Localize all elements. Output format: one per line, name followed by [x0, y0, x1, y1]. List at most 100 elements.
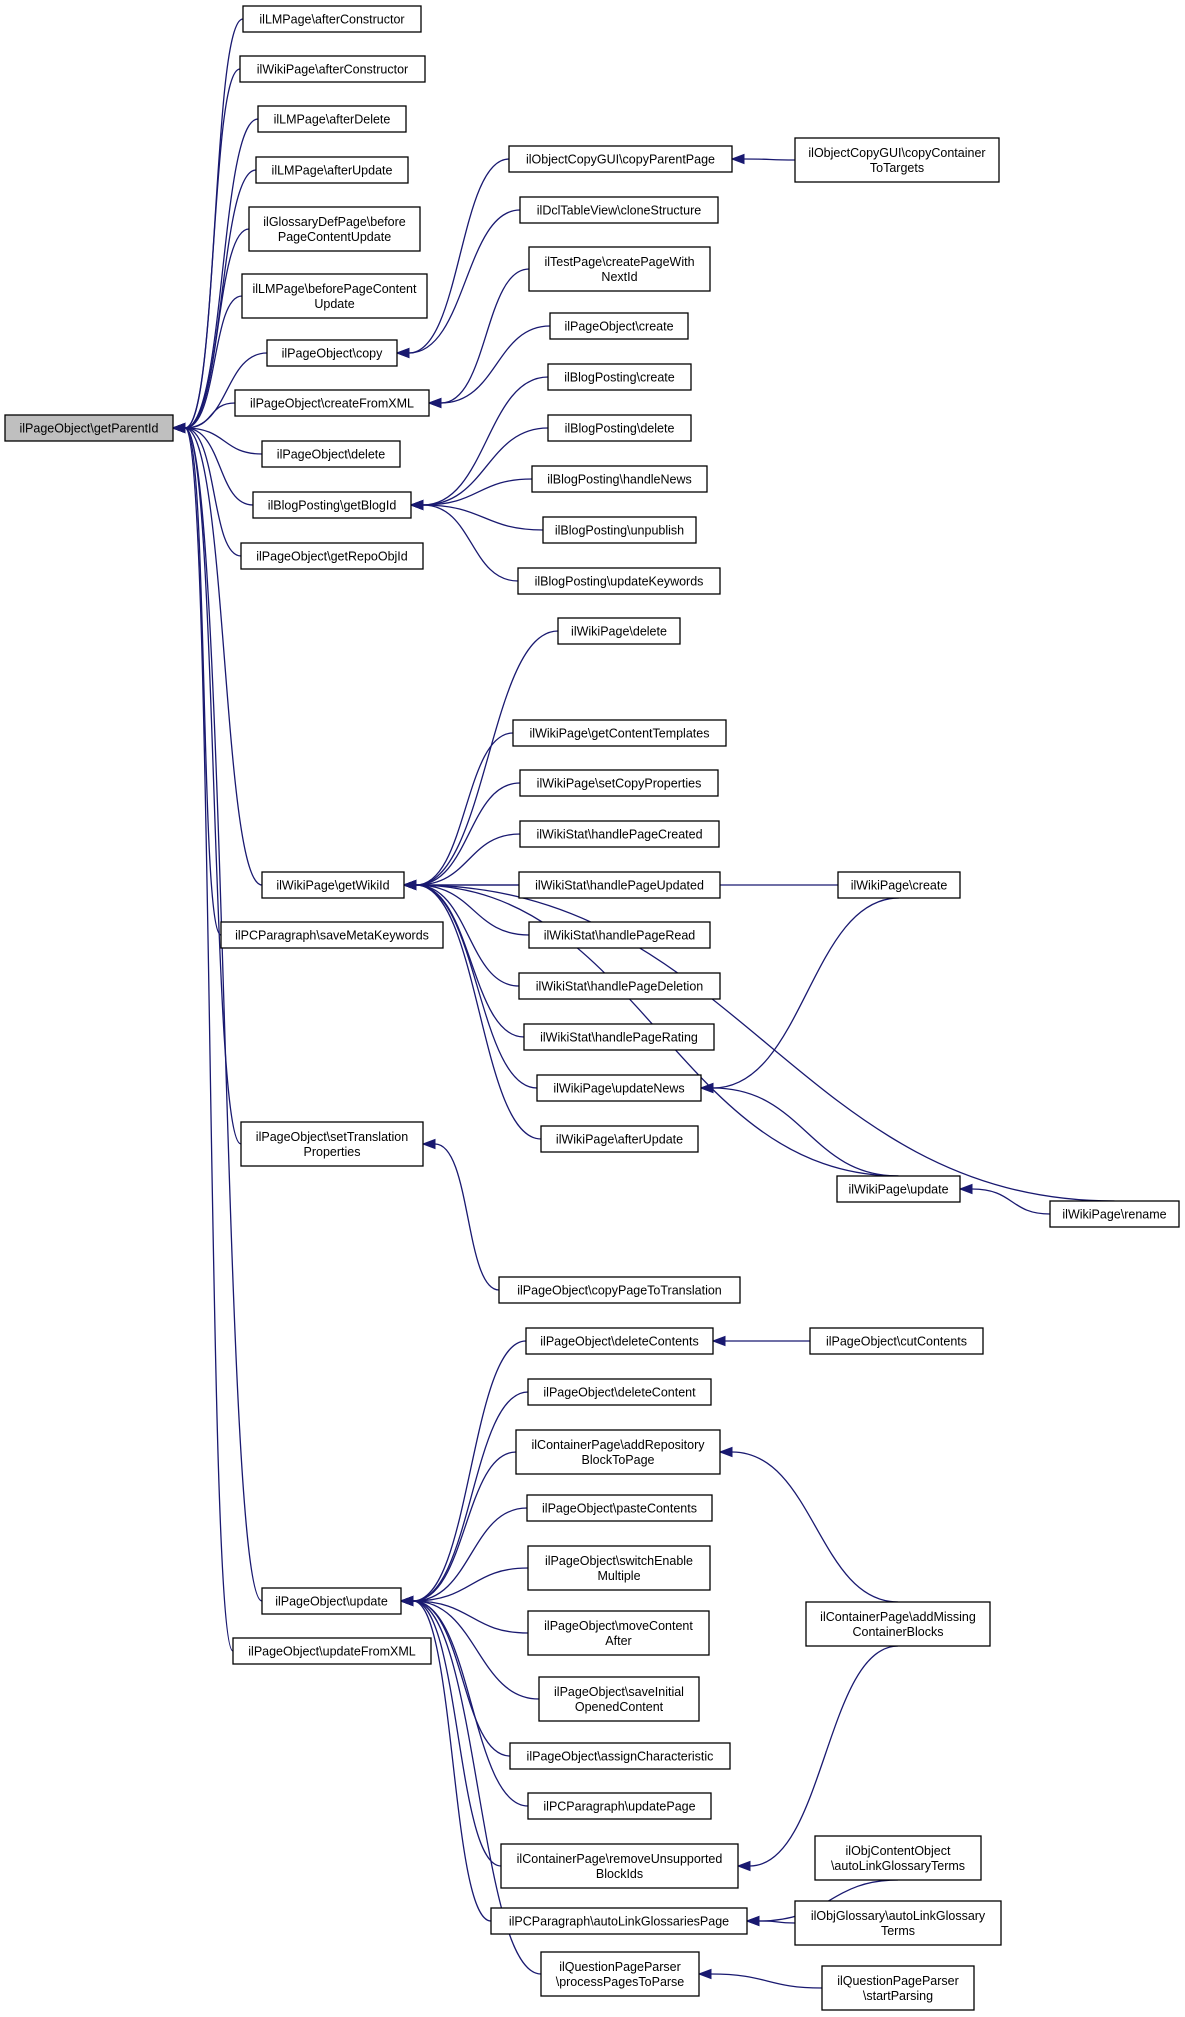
node-box [538, 1676, 700, 1722]
edge-ws-deletion-to-wp-get-wiki-id [415, 884, 520, 987]
arrowhead-cp-add-missing-to-cp-remove-unsupported [736, 1860, 751, 1872]
node-box [220, 921, 444, 949]
node-box [241, 273, 428, 319]
node-copy-parent-page[interactable]: ilObjectCopyGUI\copyParentPage [508, 145, 733, 173]
node-po-delete[interactable]: ilPageObject\delete [261, 440, 401, 468]
node-bp-delete[interactable]: ilBlogPosting\delete [547, 414, 692, 442]
node-po-create-from-xml[interactable]: ilPageObject\createFromXML [234, 389, 430, 417]
node-bp-create[interactable]: ilBlogPosting\create [547, 363, 692, 391]
node-bp-get-blog-id[interactable]: ilBlogPosting\getBlogId [252, 491, 412, 519]
node-dcl-clone[interactable]: ilDclTableView\cloneStructure [519, 196, 719, 224]
node-box [525, 1327, 714, 1355]
node-wp-get-wiki-id[interactable]: ilWikiPage\getWikiId [261, 871, 405, 899]
node-po-create[interactable]: ilPageObject\create [549, 312, 689, 340]
edge-bp-update-keywords-to-bp-get-blog-id [422, 504, 519, 582]
node-ws-created[interactable]: ilWikiStat\handlePageCreated [519, 820, 720, 848]
arrowhead-wp-rename-to-wp-update [958, 1183, 973, 1195]
node-bp-update-keywords[interactable]: ilBlogPosting\updateKeywords [517, 567, 721, 595]
node-wp-set-copy-props[interactable]: ilWikiPage\setCopyProperties [519, 769, 719, 797]
node-occ-auto-link[interactable]: ilObjContentObject\autoLinkGlossaryTerms [814, 1835, 982, 1881]
node-box [527, 1378, 712, 1406]
node-po-delete-contents[interactable]: ilPageObject\deleteContents [525, 1327, 714, 1355]
node-wp-get-content-templates[interactable]: ilWikiPage\getContentTemplates [512, 719, 727, 747]
node-po-paste-contents[interactable]: ilPageObject\pasteContents [526, 1494, 713, 1522]
node-ws-rating[interactable]: ilWikiStat\handlePageRating [523, 1023, 715, 1051]
node-label: ilWikiStat\handlePageDeletion [536, 979, 704, 993]
edge-pc-update-page-to-po-update [412, 1600, 529, 1807]
node-label: ilPageObject\updateFromXML [248, 1644, 415, 1658]
node-lm-after-update[interactable]: ilLMPage\afterUpdate [255, 156, 409, 184]
node-lm-after-delete[interactable]: ilLMPage\afterDelete [257, 105, 407, 133]
node-wp-after-update[interactable]: ilWikiPage\afterUpdate [540, 1125, 699, 1153]
node-po-update-from-xml[interactable]: ilPageObject\updateFromXML [232, 1637, 432, 1665]
node-box [261, 440, 401, 468]
node-box [515, 1429, 721, 1475]
node-glossary-before[interactable]: ilGlossaryDefPage\beforePageContentUpdat… [248, 206, 421, 252]
graph-edges [171, 18, 1115, 1989]
node-box [255, 156, 409, 184]
node-pc-update-page[interactable]: ilPCParagraph\updatePage [527, 1792, 712, 1820]
node-box [527, 1610, 710, 1656]
node-box [519, 820, 720, 848]
node-wp-update[interactable]: ilWikiPage\update [836, 1175, 961, 1203]
node-box [239, 55, 426, 83]
node-po-copy[interactable]: ilPageObject\copy [266, 339, 398, 367]
node-label: ilWikiPage\create [851, 878, 948, 892]
node-wiki-after-constructor[interactable]: ilWikiPage\afterConstructor [239, 55, 426, 83]
node-box [519, 196, 719, 224]
node-bp-handle-news[interactable]: ilBlogPosting\handleNews [531, 465, 708, 493]
edge-wp-rename-to-wp-update [971, 1188, 1051, 1215]
node-label: ilWikiPage\afterUpdate [556, 1132, 683, 1146]
node-ws-deletion[interactable]: ilWikiStat\handlePageDeletion [518, 972, 721, 1000]
node-wp-create[interactable]: ilWikiPage\create [837, 871, 961, 899]
node-wp-delete[interactable]: ilWikiPage\delete [557, 617, 681, 645]
node-po-delete-content[interactable]: ilPageObject\deleteContent [527, 1378, 712, 1406]
node-wp-update-news[interactable]: ilWikiPage\updateNews [536, 1074, 702, 1102]
node-pc-save-meta[interactable]: ilPCParagraph\saveMetaKeywords [220, 921, 444, 949]
node-get-parent-id[interactable]: ilPageObject\getParentId [4, 414, 174, 442]
node-lm-after-constructor[interactable]: ilLMPage\afterConstructor [242, 5, 422, 33]
node-label: ilWikiPage\update [848, 1182, 948, 1196]
node-po-update[interactable]: ilPageObject\update [261, 1587, 402, 1615]
edge-copy-container-to-copy-parent-page [743, 158, 796, 161]
node-label: ilWikiPage\afterConstructor [257, 62, 408, 76]
node-bp-unpublish[interactable]: ilBlogPosting\unpublish [542, 516, 697, 544]
arrowhead-wp-update-to-wp-update-news [699, 1082, 714, 1094]
node-po-get-repo-obj-id[interactable]: ilPageObject\getRepoObjId [240, 542, 424, 570]
node-label: ilContainerPage\removeUnsupported [517, 1852, 723, 1866]
node-ws-read[interactable]: ilWikiStat\handlePageRead [528, 921, 711, 949]
node-label: ilWikiPage\getContentTemplates [530, 726, 710, 740]
node-label: ilPageObject\assignCharacteristic [527, 1749, 714, 1763]
node-po-copy-page-to-translation[interactable]: ilPageObject\copyPageToTranslation [498, 1276, 741, 1304]
node-box [509, 1742, 731, 1770]
node-qpp-start[interactable]: ilQuestionPageParser\startParsing [821, 1965, 975, 2011]
node-cp-add-missing[interactable]: ilContainerPage\addMissingContainerBlock… [805, 1601, 991, 1647]
node-wp-rename[interactable]: ilWikiPage\rename [1049, 1200, 1180, 1228]
node-box [837, 871, 961, 899]
node-label: BlockIds [596, 1867, 643, 1881]
node-po-cut-contents[interactable]: ilPageObject\cutContents [809, 1327, 984, 1355]
node-box [527, 1792, 712, 1820]
node-po-assign-char[interactable]: ilPageObject\assignCharacteristic [509, 1742, 731, 1770]
node-label: ilPageObject\saveInitial [554, 1685, 684, 1699]
node-cp-remove-unsupported[interactable]: ilContainerPage\removeUnsupportedBlockId… [500, 1843, 739, 1889]
node-label: PageContentUpdate [278, 230, 391, 244]
node-pc-auto-link[interactable]: ilPCParagraph\autoLinkGlossariesPage [490, 1907, 748, 1935]
node-qpp-process[interactable]: ilQuestionPageParser\processPagesToParse [540, 1951, 700, 1997]
node-label: ilBlogPosting\handleNews [547, 472, 692, 486]
edge-po-move-content-to-po-update [412, 1600, 529, 1634]
node-label: Update [314, 297, 354, 311]
edge-cp-add-repo-to-po-update [412, 1451, 517, 1602]
node-og-auto-link[interactable]: ilObjGlossary\autoLinkGlossaryTerms [794, 1900, 1002, 1946]
edge-wp-get-wiki-id-to-get-parent-id [184, 427, 263, 886]
node-ws-updated[interactable]: ilWikiStat\handlePageUpdated [518, 871, 721, 899]
node-label: ilPageObject\cutContents [826, 1334, 967, 1348]
